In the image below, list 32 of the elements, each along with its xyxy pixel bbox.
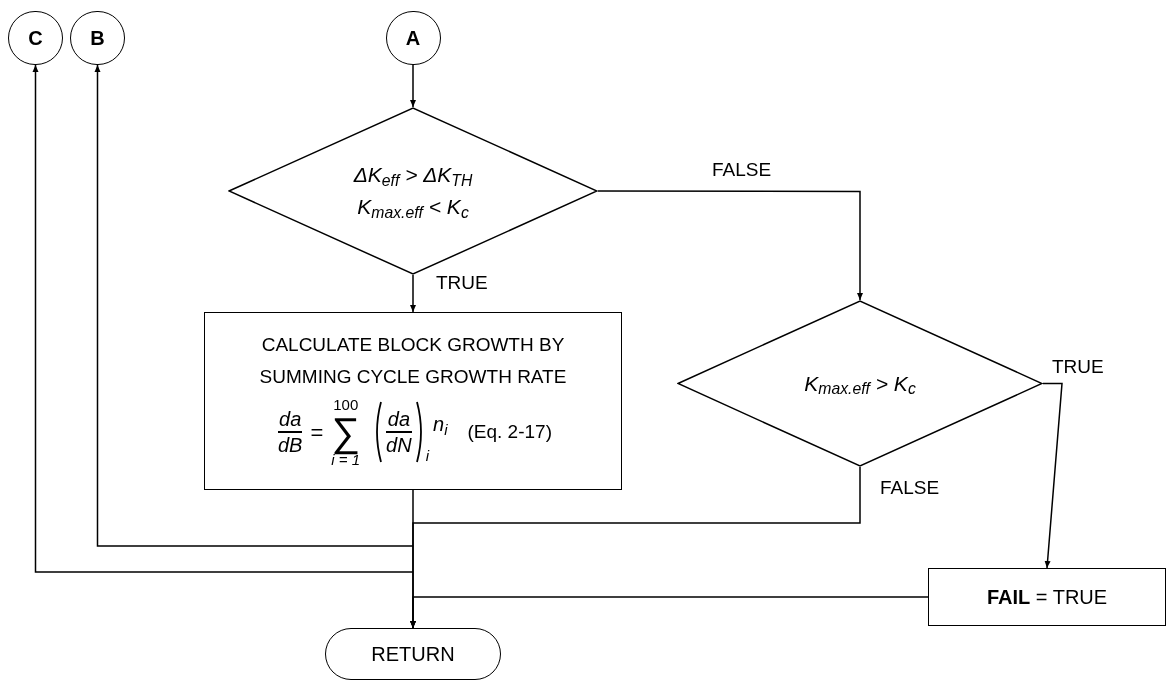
arrow <box>32 64 414 573</box>
connector-label: A <box>405 26 421 51</box>
process-box <box>204 312 622 490</box>
edge-label: FALSE <box>712 160 772 179</box>
equals-sign: = <box>310 418 324 447</box>
arrow <box>410 64 416 108</box>
condition-text: K$_{max.eff}$ < K$_{c}$ <box>357 194 469 223</box>
arrow <box>410 489 416 629</box>
condition-text: K$_{max.eff}$ > K$_{c}$ <box>804 370 916 400</box>
variable-text: n$_{i}$ <box>433 412 448 439</box>
equation-number: (Eq. 2-17) <box>467 419 552 444</box>
process-text: CALCULATE BLOCK GROWTH BY SUMMING CYCLE GROWTH RATE <box>258 333 568 389</box>
terminal-text: RETURN <box>371 642 455 667</box>
fraction: da dB <box>278 407 303 457</box>
edge-label: FALSE <box>880 478 940 497</box>
arrow <box>597 190 863 301</box>
arrow <box>94 64 414 547</box>
edge-label: TRUE <box>1052 357 1104 376</box>
process-text: FAIL = TRUE <box>986 585 1108 610</box>
terminal-box <box>325 628 501 680</box>
arrow <box>410 274 416 313</box>
condition-text: ΔK$_{eff}$ > ΔK$_{TH}$ <box>353 162 473 191</box>
subscript-text: i <box>425 445 430 466</box>
connector-label: B <box>90 26 105 51</box>
arrow <box>1042 382 1063 569</box>
fraction: da dN <box>386 407 412 457</box>
decision-diamond <box>228 107 598 275</box>
decision-diamond <box>677 300 1043 467</box>
process-box <box>928 568 1166 626</box>
connector-label: C <box>28 26 43 51</box>
summation: 100 ∑ i = 1 <box>331 397 361 467</box>
edge-label: TRUE <box>436 273 488 292</box>
